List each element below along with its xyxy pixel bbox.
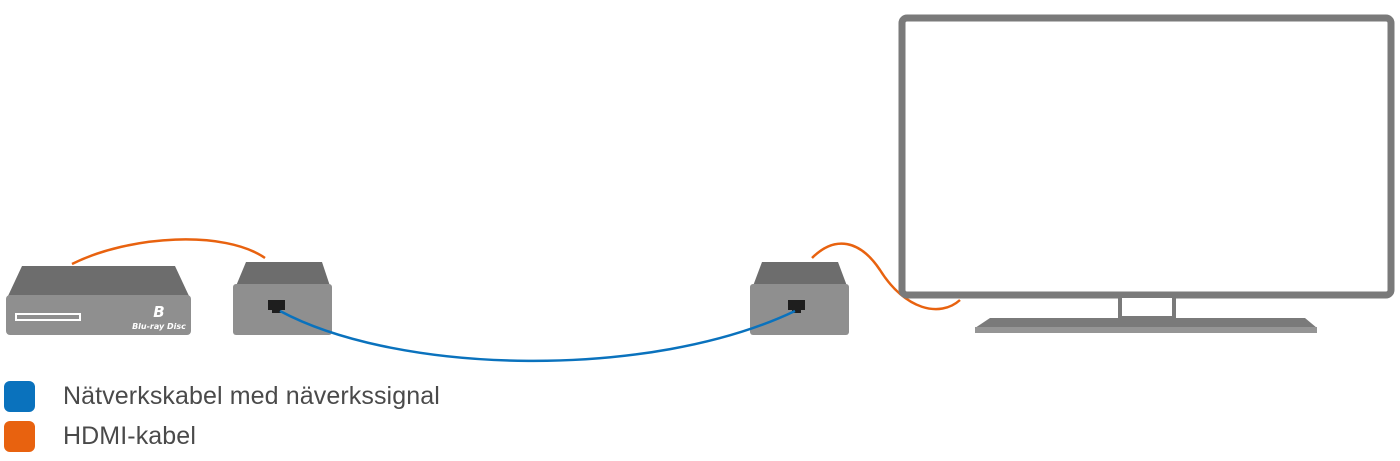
bluray-logo-text: Blu-ray Disc — [132, 322, 186, 331]
legend-swatch-network — [4, 380, 35, 412]
network-cable — [279, 309, 796, 363]
rj45-port-icon — [788, 300, 805, 313]
legend-label-network: Nätverkskabel med näverkssignal — [63, 381, 440, 410]
transmitter-top — [236, 262, 330, 286]
hdmi-cable-player-to-transmitter — [71, 238, 266, 266]
tv-neck — [1118, 294, 1176, 320]
legend-item-hdmi-cable: HDMI-kabel — [4, 416, 440, 456]
bluray-player: B Blu-ray Disc — [6, 266, 191, 335]
tv-stand — [975, 318, 1317, 328]
bluray-player-top — [8, 266, 189, 296]
monitor-icon — [898, 14, 1395, 299]
bluray-player-front — [6, 295, 191, 335]
legend: Nätverkskabel med näverkssignal HDMI-kab… — [4, 376, 440, 456]
extender-receiver — [750, 262, 849, 335]
disc-slot — [15, 313, 81, 321]
bluray-logo-icon: B — [153, 303, 164, 321]
tv-stand-base — [975, 327, 1317, 333]
rj45-port-icon — [268, 300, 285, 313]
extender-transmitter — [233, 262, 332, 335]
receiver-top — [753, 262, 847, 286]
legend-item-network-cable: Nätverkskabel med näverkssignal — [4, 376, 440, 416]
tv — [898, 14, 1395, 333]
legend-swatch-hdmi — [4, 420, 35, 452]
hdmi-cable-receiver-to-tv — [811, 242, 961, 311]
legend-label-hdmi: HDMI-kabel — [63, 421, 196, 450]
